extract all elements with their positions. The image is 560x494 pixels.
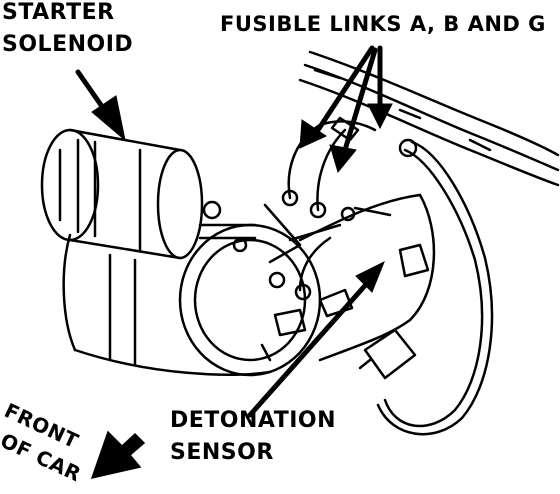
front-of-car-arrow — [90, 430, 146, 480]
solenoid-body — [40, 128, 204, 260]
starter-solenoid-label-line2: SOLENOID — [2, 32, 134, 57]
detonation-sensor-label-line1: DETONATION — [170, 408, 337, 433]
starter-motor-body — [62, 193, 436, 377]
fusible-leader-arrow-b — [342, 47, 378, 153]
sensor-wire-loop — [376, 138, 494, 436]
detonation-sensor-label-line2: SENSOR — [170, 440, 274, 465]
leader-arrows — [75, 45, 393, 418]
fusible-links-label: FUSIBLE LINKS A, B AND G — [220, 12, 546, 36]
fusible-leader-arrow-a — [315, 45, 375, 133]
detonation-leader-arrow — [247, 277, 373, 418]
mounting-hardware — [260, 288, 354, 362]
terminal-studs — [198, 189, 392, 301]
starter-solenoid-label-line1: STARTER — [2, 0, 115, 25]
sensor-connector — [358, 243, 430, 380]
solenoid-arrowhead — [91, 95, 126, 142]
